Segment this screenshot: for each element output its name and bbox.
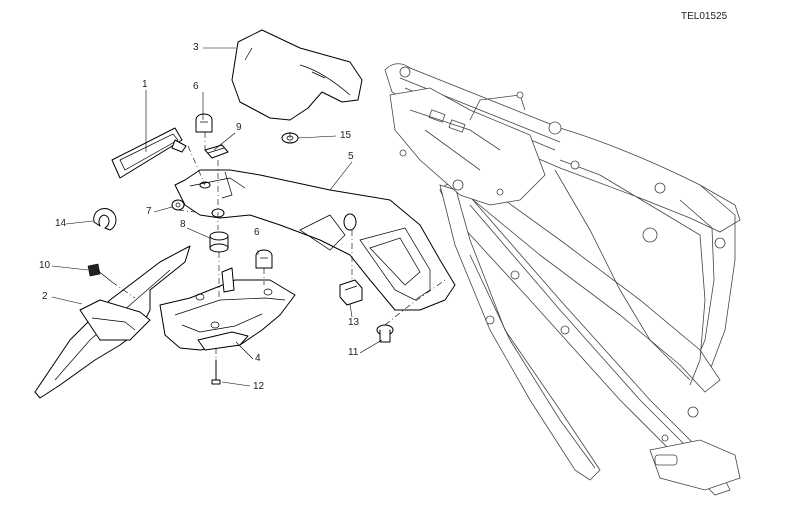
callout-10: 10 — [39, 260, 51, 271]
part-5-bracket — [174, 169, 456, 311]
callout-9: 9 — [236, 122, 242, 133]
callout-13: 13 — [348, 317, 360, 328]
part-10-bolt — [87, 263, 113, 283]
callout-12: 12 — [253, 381, 265, 392]
part-3-cover — [231, 29, 363, 121]
drawing-code: TEL01525 — [681, 11, 728, 22]
callout-15: 15 — [340, 130, 352, 141]
part-13-clip-nut — [339, 279, 363, 306]
part-14-clamp — [93, 208, 117, 231]
part-11-screw — [376, 324, 394, 343]
callout-11: 11 — [348, 347, 359, 358]
part-1-reflector — [111, 127, 187, 179]
callout-3: 3 — [193, 42, 199, 53]
callout-7: 7 — [146, 206, 152, 217]
callout-8: 8 — [180, 219, 186, 230]
rear-subframe — [384, 63, 741, 496]
callout-2: 2 — [42, 291, 48, 302]
callout-6-upper: 6 — [193, 81, 199, 92]
part-7-nut — [171, 199, 185, 211]
part-9-clip — [204, 144, 229, 159]
part-6-clip-lower — [255, 249, 273, 269]
part-4-tray — [159, 267, 296, 351]
part-12-bolt — [211, 359, 221, 385]
callout-5: 5 — [348, 151, 354, 162]
part-6-clip-upper — [195, 113, 213, 133]
part-2-mount-arm — [34, 245, 191, 399]
leader-lines — [51, 47, 383, 387]
callout-4: 4 — [255, 353, 261, 364]
callout-14: 14 — [55, 218, 67, 229]
assembly-lines — [111, 132, 446, 360]
callout-6-lower: 6 — [254, 227, 260, 238]
callout-1: 1 — [142, 79, 148, 90]
part-8-grommet — [209, 231, 229, 253]
